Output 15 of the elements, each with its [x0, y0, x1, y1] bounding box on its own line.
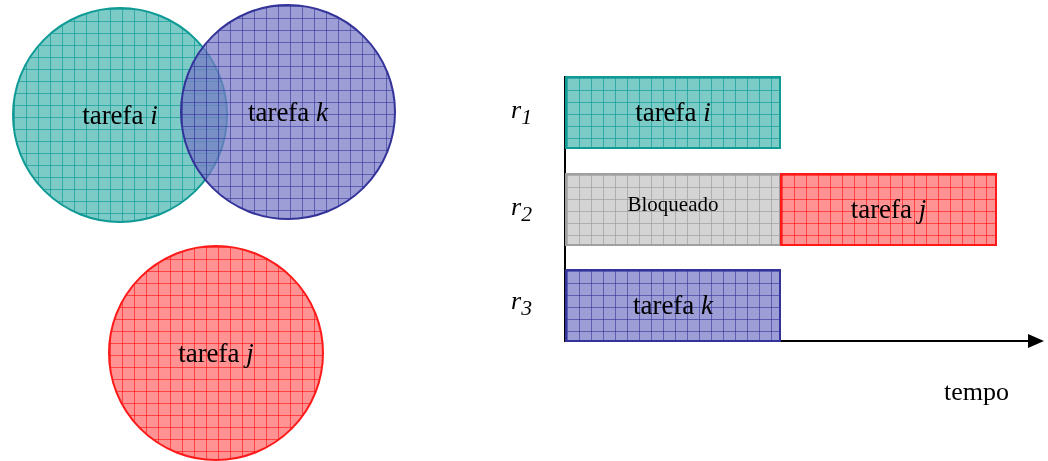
resource-label: r$_{2}$	[511, 192, 532, 228]
task-label: tarefa i	[635, 97, 711, 128]
task-label: tarefa j	[178, 337, 254, 369]
task-label: tarefa k	[247, 96, 329, 128]
task-bar	[565, 76, 781, 149]
task-bar	[780, 173, 997, 246]
task-bar	[565, 269, 781, 342]
blocked-bar	[565, 173, 781, 246]
task-label: tarefa k	[632, 290, 714, 321]
task-label: tarefa j	[850, 194, 927, 225]
task-label: tarefa i	[82, 99, 158, 131]
resource-label: r$_{1}$	[511, 95, 532, 131]
resource-label: r$_{3}$	[511, 286, 532, 322]
task-label: Bloqueado	[627, 192, 719, 217]
axis-title: tempo	[944, 377, 1009, 407]
